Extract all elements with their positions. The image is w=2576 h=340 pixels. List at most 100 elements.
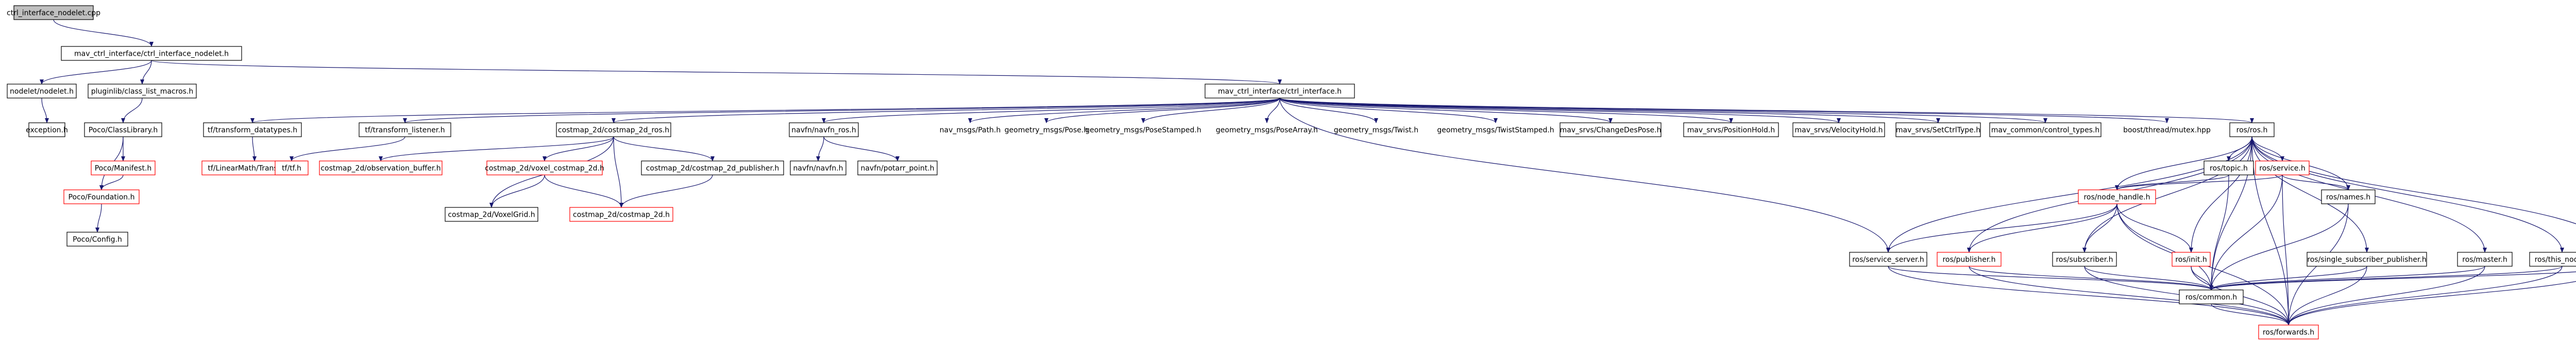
node-box bbox=[556, 122, 671, 137]
edge-ctrl-to-poshold bbox=[1279, 98, 1733, 123]
edge-ros-to-nodehandle bbox=[2115, 136, 2252, 190]
edge-ros-to-param bbox=[2251, 136, 2576, 224]
graph-node-single[interactable]: ros/single_subscriber_publisher.h bbox=[2307, 252, 2427, 267]
graph-node-vgrid[interactable]: costmap_2d/VoxelGrid.h bbox=[445, 207, 538, 222]
edge-nodehandle-to-common bbox=[2116, 203, 2213, 290]
edge-publisher-to-common bbox=[1969, 266, 2213, 290]
edge-ctrl-to-pose bbox=[1044, 98, 1280, 123]
graph-node-chg[interactable]: mav_srvs/ChangeDesPose.h bbox=[1560, 122, 1662, 137]
edge-mavnodelet-to-ctrl bbox=[151, 60, 1282, 85]
node-label: mav_ctrl_interface/ctrl_interface_nodele… bbox=[74, 50, 229, 58]
node-label: ros/publisher.h bbox=[1942, 256, 1995, 264]
graph-node-cmobs[interactable]: costmap_2d/observation_buffer.h bbox=[319, 160, 443, 175]
graph-node-tfl[interactable]: tf/transform_listener.h bbox=[359, 122, 451, 137]
edge-param-to-common bbox=[2209, 271, 2576, 290]
edge-topic-to-common bbox=[2209, 174, 2229, 290]
graph-node-common[interactable]: ros/common.h bbox=[2179, 289, 2244, 304]
graph-node-twists: geometry_msgs/TwistStamped.h bbox=[1437, 126, 1554, 135]
graph-node-ros[interactable]: ros/ros.h bbox=[2229, 122, 2275, 137]
graph-node-thisnode[interactable]: ros/this_node.h bbox=[2529, 252, 2576, 267]
edge-ros-to-common bbox=[2209, 136, 2252, 290]
edge-nodehandle-to-publisher bbox=[1967, 203, 2117, 253]
edge-cm2dros-to-cmpub bbox=[613, 136, 715, 161]
node-label: exception.h bbox=[26, 126, 68, 135]
node-box bbox=[91, 160, 156, 175]
graph-node-classlib[interactable]: Poco/ClassLibrary.h bbox=[84, 122, 162, 137]
node-box bbox=[2457, 252, 2513, 267]
edge-names-to-common bbox=[2209, 203, 2349, 290]
node-label: Poco/Manifest.h bbox=[95, 165, 152, 173]
node-box bbox=[2179, 289, 2244, 304]
edge-ctrl-to-twist bbox=[1279, 98, 1378, 123]
edge-ctrl-to-chg bbox=[1279, 98, 1613, 123]
node-box bbox=[857, 160, 938, 175]
graph-node-velhold[interactable]: mav_srvs/VelocityHold.h bbox=[1792, 122, 1885, 137]
edge-publisher-to-forwards bbox=[1969, 266, 2291, 326]
node-label: ros/service_server.h bbox=[1852, 256, 1924, 264]
graph-node-manifest[interactable]: Poco/Manifest.h bbox=[91, 160, 156, 175]
graph-node-master[interactable]: ros/master.h bbox=[2457, 252, 2513, 267]
edge-cm2dros-to-cmvox bbox=[543, 136, 614, 161]
node-box bbox=[1895, 122, 1981, 137]
edge-cm2dros-to-cm2d bbox=[613, 136, 623, 208]
edge-ctrl-to-path bbox=[968, 98, 1280, 123]
graph-node-poshold[interactable]: mav_srvs/PositionHold.h bbox=[1683, 122, 1779, 137]
graph-node-cm2d[interactable]: costmap_2d/costmap_2d.h bbox=[569, 207, 673, 222]
edge-manifest-to-foundation bbox=[99, 174, 124, 190]
node-label: navfn/navfn.h bbox=[793, 165, 843, 173]
graph-node-srvserver[interactable]: ros/service_server.h bbox=[1849, 252, 1927, 267]
edge-tfl-to-tfh bbox=[290, 136, 405, 161]
node-box bbox=[2172, 252, 2211, 267]
graph-node-mutex: boost/thread/mutex.hpp bbox=[2123, 126, 2211, 135]
graph-node-ctrl[interactable]: mav_ctrl_interface/ctrl_interface.h bbox=[1205, 84, 1355, 99]
graph-node-config[interactable]: Poco/Config.h bbox=[66, 232, 128, 247]
edge-navfn-to-navfnh bbox=[816, 136, 824, 161]
graph-node-foundation[interactable]: Poco/Foundation.h bbox=[63, 189, 140, 204]
graph-node-tfh[interactable]: tf/tf.h bbox=[275, 160, 309, 175]
graph-node-pose: geometry_msgs/Pose.h bbox=[1005, 126, 1088, 135]
graph-node-cmvox[interactable]: costmap_2d/voxel_costmap_2d.h bbox=[485, 160, 604, 175]
node-box bbox=[1937, 252, 2002, 267]
node-label: ros/single_subscriber_publisher.h bbox=[2307, 256, 2426, 264]
node-label: geometry_msgs/PoseArray.h bbox=[1216, 126, 1318, 135]
node-box bbox=[569, 207, 673, 222]
graph-node-navfnh[interactable]: navfn/navfn.h bbox=[790, 160, 846, 175]
graph-node-init[interactable]: ros/init.h bbox=[2172, 252, 2211, 267]
edge-srvserver-to-forwards bbox=[1888, 266, 2291, 326]
graph-node-publisher[interactable]: ros/publisher.h bbox=[1937, 252, 2002, 267]
edge-pluginlib-to-classlib bbox=[121, 98, 143, 123]
node-label: ros/service.h bbox=[2259, 165, 2306, 173]
node-box bbox=[1792, 122, 1885, 137]
graph-node-ctrltypes[interactable]: mav_common/control_types.h bbox=[1989, 122, 2102, 137]
node-label: costmap_2d/costmap_2d_ros.h bbox=[558, 126, 669, 135]
graph-node-root[interactable]: ctrl_interface_nodelet.cpp bbox=[7, 5, 100, 20]
graph-node-nodehandle[interactable]: ros/node_handle.h bbox=[2078, 189, 2156, 204]
graph-node-forwards[interactable]: ros/forwards.h bbox=[2258, 325, 2319, 339]
graph-node-potpt[interactable]: navfn/potarr_point.h bbox=[857, 160, 938, 175]
graph-node-exception[interactable]: exception.h bbox=[26, 122, 68, 137]
graph-node-mavnodelet[interactable]: mav_ctrl_interface/ctrl_interface_nodele… bbox=[61, 46, 242, 61]
graph-node-cmpub[interactable]: costmap_2d/costmap_2d_publisher.h bbox=[641, 160, 784, 175]
graph-node-nodelet[interactable]: nodelet/nodelet.h bbox=[7, 84, 77, 99]
graph-node-subscriber[interactable]: ros/subscriber.h bbox=[2052, 252, 2117, 267]
graph-node-navfn[interactable]: navfn/navfn_ros.h bbox=[789, 122, 859, 137]
edge-topic-to-nodehandle bbox=[2115, 174, 2229, 190]
node-label: tf/tf.h bbox=[282, 165, 301, 173]
node-box bbox=[63, 189, 140, 204]
graph-node-tfdt[interactable]: tf/transform_datatypes.h bbox=[203, 122, 302, 137]
graph-node-setctrl[interactable]: mav_srvs/SetCtrlType.h bbox=[1895, 122, 1981, 137]
graph-node-topic[interactable]: ros/topic.h bbox=[2204, 160, 2254, 175]
graph-node-cm2dros[interactable]: costmap_2d/costmap_2d_ros.h bbox=[556, 122, 671, 137]
node-box bbox=[1205, 84, 1355, 99]
edge-root-to-mavnodelet bbox=[53, 19, 154, 47]
node-label: tf/transform_datatypes.h bbox=[208, 126, 297, 135]
edge-service-to-common bbox=[2209, 174, 2283, 290]
edge-ctrl-to-mutex bbox=[1279, 98, 2169, 123]
node-box bbox=[61, 46, 242, 61]
node-label: ctrl_interface_nodelet.cpp bbox=[7, 9, 100, 18]
graph-node-service[interactable]: ros/service.h bbox=[2255, 160, 2310, 175]
graph-node-pluginlib[interactable]: pluginlib/class_list_macros.h bbox=[88, 84, 197, 99]
node-box bbox=[2255, 160, 2310, 175]
node-box bbox=[1560, 122, 1662, 137]
graph-node-names[interactable]: ros/names.h bbox=[2321, 189, 2376, 204]
